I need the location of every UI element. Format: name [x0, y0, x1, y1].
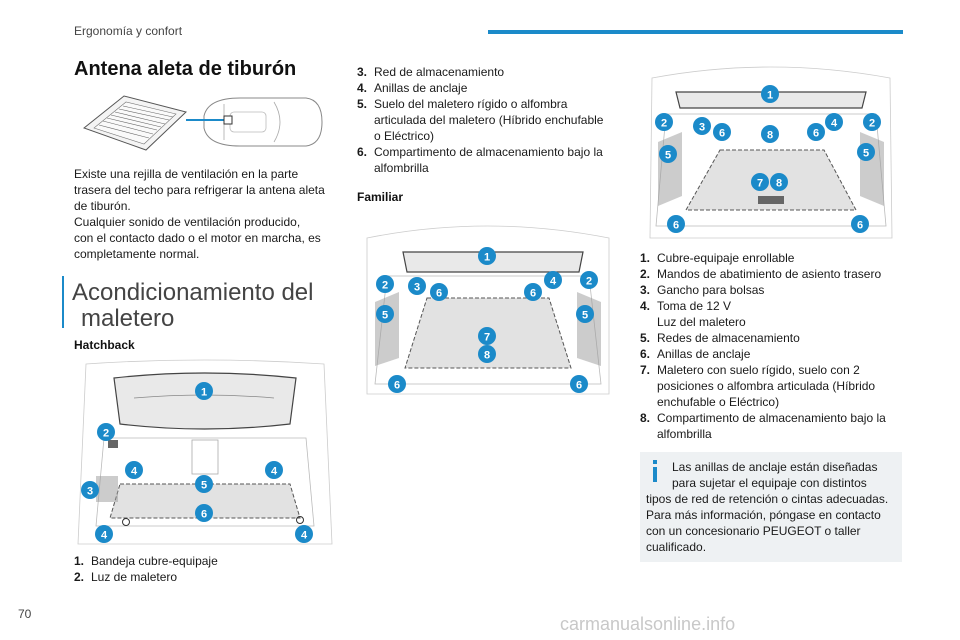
svg-text:5: 5 — [665, 150, 671, 162]
svg-text:7: 7 — [757, 178, 763, 190]
svg-text:3: 3 — [87, 486, 93, 498]
familiar-trunk-detail-illustration: 1 2 2 3 4 6 6 8 5 5 7 8 6 6 — [649, 66, 893, 239]
svg-text:4: 4 — [550, 276, 557, 288]
storage-net-left — [96, 476, 118, 502]
list-item: 4. Toma de 12 V Luz del maletero — [640, 299, 746, 329]
trunk-light — [108, 440, 118, 448]
info-icon — [653, 460, 657, 482]
svg-text:6: 6 — [436, 288, 442, 300]
list-item: 3.Red de almacenamiento — [357, 65, 505, 79]
familiar-callouts-mid: 1 2 2 3 4 6 6 5 5 7 8 6 6 — [376, 247, 598, 393]
hatchback-subtitle: Hatchback — [74, 338, 135, 352]
underfloor-handle — [758, 196, 784, 204]
svg-text:7: 7 — [484, 332, 490, 344]
antenna-description: Existe una rejilla de ventilación en la … — [74, 167, 325, 261]
list-item: 4.Anillas de anclaje — [357, 81, 468, 95]
list-item: 5. Suelo del maletero rígido o alfombra … — [357, 97, 604, 143]
svg-text:4: 4 — [831, 118, 838, 130]
svg-text:3: 3 — [414, 282, 420, 294]
svg-text:6: 6 — [719, 128, 725, 140]
svg-text:6: 6 — [530, 288, 536, 300]
antenna-grille-closeup — [82, 95, 187, 151]
svg-text:3: 3 — [699, 122, 705, 134]
info-text: Las anillas de anclaje están diseñadas p… — [646, 460, 889, 554]
parcel-shelf — [113, 372, 297, 430]
section-header: Ergonomía y confort — [74, 24, 183, 38]
list-item: 1.Bandeja cubre-equipaje — [74, 554, 218, 568]
trunk-floor — [109, 483, 301, 519]
familiar-trunk-illustration: 1 2 2 3 4 6 6 5 5 7 8 6 6 — [366, 225, 610, 395]
hatchback-list-part1: 1.Bandeja cubre-equipaje 2.Luz de malete… — [74, 553, 218, 585]
svg-text:5: 5 — [582, 310, 588, 322]
list-item: 7. Maletero con suelo rígido, suelo con … — [640, 363, 876, 409]
svg-text:6: 6 — [576, 380, 582, 392]
svg-text:4: 4 — [271, 466, 278, 478]
storage-net-right — [860, 132, 884, 206]
familiar-subtitle: Familiar — [357, 190, 404, 204]
svg-text:6: 6 — [673, 220, 679, 232]
list-item: 6.Anillas de anclaje — [640, 347, 751, 361]
section-accent-line — [62, 276, 64, 328]
svg-text:4: 4 — [301, 530, 308, 542]
page-number: 70 — [18, 607, 32, 621]
antenna-title: Antena aleta de tiburón — [74, 58, 297, 80]
svg-text:2: 2 — [382, 280, 388, 292]
svg-text:2: 2 — [661, 118, 667, 130]
list-item: 2.Luz de maletero — [74, 570, 178, 584]
familiar-callouts-detail: 1 2 2 3 4 6 6 8 5 5 7 8 6 6 — [655, 85, 881, 233]
svg-text:8: 8 — [484, 350, 490, 362]
svg-text:1: 1 — [201, 387, 207, 399]
svg-text:2: 2 — [586, 276, 592, 288]
storage-net-left — [375, 292, 399, 366]
hatchback-callouts: 1 2 3 4 4 5 6 4 4 — [81, 382, 313, 543]
header-accent-bar — [488, 30, 903, 34]
svg-text:6: 6 — [201, 509, 207, 521]
storage-net-left — [658, 132, 682, 206]
svg-text:5: 5 — [201, 480, 207, 492]
svg-text:4: 4 — [131, 466, 138, 478]
list-item: 2.Mandos de abatimiento de asiento trase… — [640, 267, 882, 281]
list-item: 5.Redes de almacenamiento — [640, 331, 800, 345]
info-box — [640, 452, 902, 562]
svg-text:1: 1 — [484, 252, 490, 264]
svg-text:4: 4 — [101, 530, 108, 542]
storage-net-right — [577, 292, 601, 366]
hatchback-trunk-illustration: 1 2 3 4 4 5 6 4 4 — [77, 359, 333, 545]
svg-text:2: 2 — [103, 428, 109, 440]
list-item: 1.Cubre-equipaje enrollable — [640, 251, 795, 265]
svg-text:6: 6 — [813, 128, 819, 140]
svg-text:8: 8 — [767, 130, 773, 142]
list-item: 3.Gancho para bolsas — [640, 283, 765, 297]
svg-text:6: 6 — [857, 220, 863, 232]
car-outline-top-view — [203, 97, 323, 147]
antenna-illustration — [82, 95, 323, 151]
hatchback-list-part2: 3.Red de almacenamiento 4.Anillas de anc… — [357, 64, 603, 176]
familiar-list: 1.Cubre-equipaje enrollable 2.Mandos de … — [640, 250, 886, 442]
svg-text:1: 1 — [767, 90, 773, 102]
trunk-title: Acondicionamiento del maletero — [72, 279, 314, 332]
list-item: 6. Compartimento de almacenamiento bajo … — [357, 145, 603, 175]
svg-text:5: 5 — [863, 148, 869, 160]
svg-text:2: 2 — [869, 118, 875, 130]
footer-watermark: carmanualsonline.info — [560, 614, 736, 634]
list-item: 8. Compartimento de almacenamiento bajo … — [640, 411, 886, 441]
svg-text:6: 6 — [394, 380, 400, 392]
svg-text:5: 5 — [382, 310, 388, 322]
svg-text:8: 8 — [776, 178, 782, 190]
antenna-marker — [223, 115, 233, 125]
